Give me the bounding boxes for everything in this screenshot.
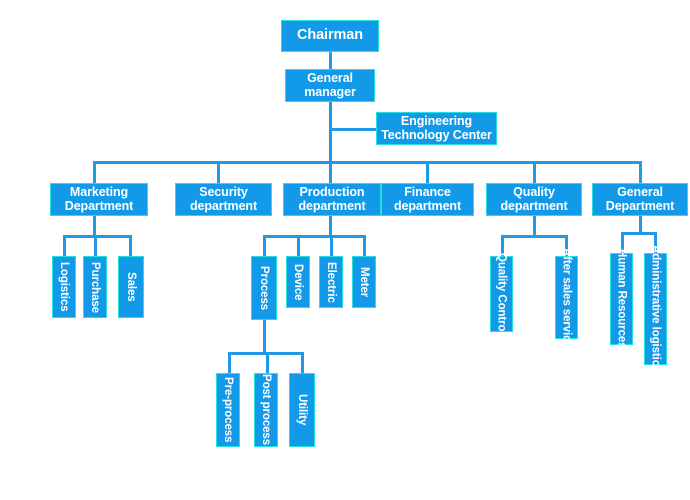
node-sales[interactable]: Sales: [118, 256, 144, 318]
node-human-resources[interactable]: Human Resources: [610, 249, 633, 349]
connector-production-to-device: [297, 235, 300, 256]
node-logistics[interactable]: Logistics: [52, 256, 76, 318]
node-human-resources-label: Human Resources: [615, 249, 628, 349]
node-security-department-label: Security department: [189, 185, 258, 213]
node-electric-label: Electric: [325, 261, 338, 303]
node-post-process[interactable]: Post process: [254, 373, 278, 447]
connector-marketing-to-purchase: [94, 235, 97, 256]
node-general-department[interactable]: General Department: [592, 183, 688, 216]
connector-bus-to-general-dept: [639, 161, 642, 183]
node-production-department-label: Production department: [298, 185, 366, 213]
node-chairman[interactable]: Chairman: [281, 20, 379, 52]
node-process[interactable]: Process: [251, 256, 277, 320]
connector-process-to-pre-process: [228, 352, 231, 373]
connector-bus-to-quality: [533, 161, 536, 183]
connector-general-manager-spine: [329, 102, 332, 162]
node-production-department[interactable]: Production department: [283, 183, 381, 216]
node-engineering-technology-center[interactable]: Engineering Technology Center: [376, 112, 497, 145]
connector-quality-bus: [501, 235, 567, 238]
connector-marketing-stem: [93, 216, 96, 236]
node-quality-department[interactable]: Quality department: [486, 183, 582, 216]
connector-production-to-meter: [363, 235, 366, 256]
connector-marketing-to-sales: [129, 235, 132, 256]
node-utility[interactable]: Utility: [289, 373, 315, 447]
connector-general-dept-bus: [621, 232, 656, 235]
node-quality-control[interactable]: Quality Control: [490, 253, 513, 335]
connector-general-dept-stem: [639, 216, 642, 233]
node-engineering-technology-center-label: Engineering Technology Center: [381, 114, 492, 142]
node-pre-process-label: Pre-process: [222, 377, 235, 443]
node-after-sales-service-label: After sales service: [560, 247, 573, 348]
node-device-label: Device: [292, 263, 305, 301]
node-general-manager[interactable]: General manager: [285, 69, 375, 102]
node-security-department[interactable]: Security department: [175, 183, 272, 216]
node-purchase[interactable]: Purchase: [83, 256, 107, 318]
node-marketing-department-label: Marketing Department: [64, 185, 134, 213]
connector-bus-to-security: [217, 161, 220, 183]
connector-chairman-to-general-manager: [329, 51, 332, 70]
connector-general-dept-to-hr: [621, 232, 624, 253]
node-general-manager-label: General manager: [304, 71, 356, 99]
connector-general-dept-to-admin-logistics: [654, 232, 657, 253]
connector-process-to-utility: [301, 352, 304, 373]
connector-process-to-post-process: [266, 352, 269, 373]
node-pre-process[interactable]: Pre-process: [216, 373, 240, 447]
connector-process-bus: [228, 352, 302, 355]
node-quality-control-label: Quality Control: [495, 253, 508, 335]
connector-quality-to-quality-control: [501, 235, 504, 256]
node-electric[interactable]: Electric: [319, 256, 343, 308]
node-finance-department[interactable]: Finance department: [381, 183, 474, 216]
node-quality-department-label: Quality department: [500, 185, 568, 213]
node-meter-label: Meter: [358, 266, 371, 298]
node-sales-label: Sales: [125, 272, 138, 302]
node-device[interactable]: Device: [286, 256, 310, 308]
node-post-process-label: Post process: [260, 374, 273, 446]
connector-process-stem: [263, 319, 266, 353]
connector-production-stem: [329, 216, 332, 236]
connector-quality-stem: [533, 216, 536, 236]
node-meter[interactable]: Meter: [352, 256, 376, 308]
node-administrative-logistics-label: Administrative logistics: [649, 245, 662, 373]
node-marketing-department[interactable]: Marketing Department: [50, 183, 148, 216]
connector-bus-to-finance: [426, 161, 429, 183]
connector-bus-to-production: [329, 161, 332, 183]
connector-production-to-process: [263, 235, 266, 256]
node-after-sales-service[interactable]: After sales service: [555, 248, 578, 347]
connector-marketing-to-logistics: [63, 235, 66, 256]
node-chairman-label: Chairman: [296, 27, 364, 44]
node-purchase-label: Purchase: [89, 261, 102, 313]
connector-production-bus: [263, 235, 366, 238]
connector-bus-to-marketing: [93, 161, 96, 183]
connector-department-bus: [93, 161, 639, 164]
connector-production-to-electric: [330, 235, 333, 256]
node-process-label: Process: [258, 265, 271, 311]
connector-quality-to-after-sales: [565, 235, 568, 256]
connector-marketing-bus: [63, 235, 131, 238]
node-utility-label: Utility: [296, 394, 309, 426]
connector-general-manager-to-etc: [329, 128, 377, 131]
node-administrative-logistics[interactable]: Administrative logistics: [644, 245, 667, 373]
node-finance-department-label: Finance department: [393, 185, 462, 213]
node-general-department-label: General Department: [605, 185, 675, 213]
node-logistics-label: Logistics: [58, 262, 71, 312]
